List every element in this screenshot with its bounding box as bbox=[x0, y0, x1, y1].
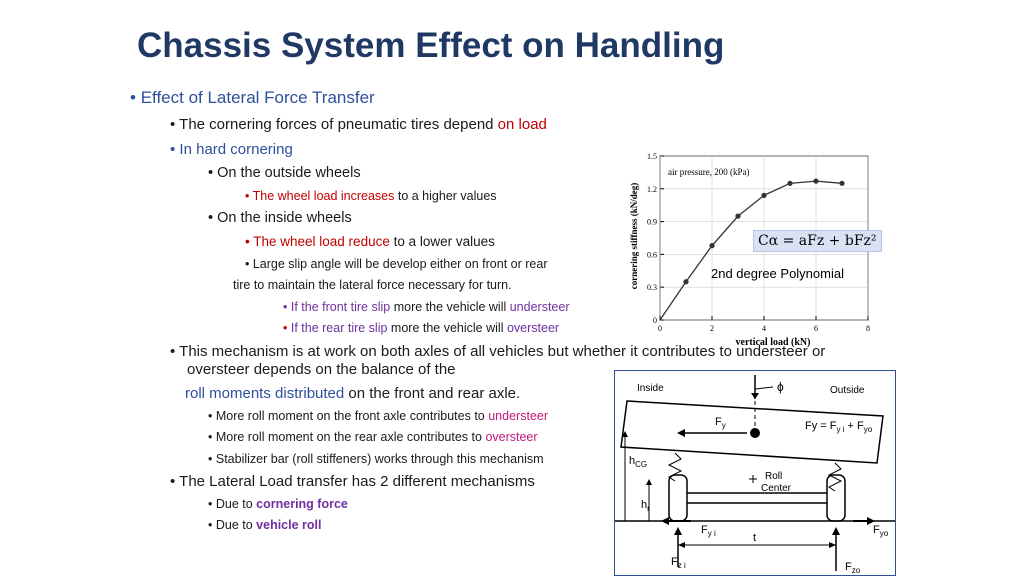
svg-text:hCG: hCG bbox=[629, 455, 647, 469]
inside-wheel bbox=[668, 474, 688, 522]
data-point bbox=[839, 180, 845, 186]
polynomial-label: 2nd degree Polynomial bbox=[711, 266, 844, 281]
data-point bbox=[709, 243, 715, 249]
diagram-phi: ϕ bbox=[777, 380, 784, 394]
chart-annotation: air pressure, 200 (kPa) bbox=[668, 167, 749, 177]
bullet-vehicle-roll: • Due to vehicle roll bbox=[208, 518, 322, 532]
bullet-cornering-forces: • The cornering forces of pneumatic tire… bbox=[170, 116, 547, 133]
data-point bbox=[683, 279, 689, 285]
x-tick-label: 6 bbox=[814, 324, 818, 333]
data-point bbox=[813, 178, 819, 184]
bullet-rear-tire-slip: • If the rear tire slip more the vehicle… bbox=[283, 321, 560, 335]
track-width-label: t bbox=[753, 532, 756, 544]
y-tick-label: 0.9 bbox=[647, 218, 657, 227]
y-tick-label: 0 bbox=[653, 316, 657, 325]
page-title: Chassis System Effect on Handling bbox=[137, 26, 725, 65]
diagram-outside-label: Outside bbox=[830, 385, 865, 396]
bullet-front-axle: • More roll moment on the front axle con… bbox=[208, 409, 548, 423]
bullet-rear-axle: • More roll moment on the rear axle cont… bbox=[208, 430, 538, 444]
svg-text:Fyo: Fyo bbox=[873, 524, 889, 538]
data-point bbox=[787, 180, 793, 186]
bullet-mechanism: • This mechanism is at work on both axle… bbox=[170, 343, 826, 360]
x-tick-label: 2 bbox=[710, 324, 714, 333]
svg-text:Fy = Fy i + Fyo: Fy = Fy i + Fyo bbox=[805, 420, 873, 434]
bullet-lateral-load-transfer: • The Lateral Load transfer has 2 differ… bbox=[170, 473, 535, 490]
bullet-cornering-force: • Due to cornering force bbox=[208, 497, 348, 511]
outside-wheel bbox=[826, 474, 846, 522]
y-tick-label: 1.2 bbox=[647, 185, 657, 194]
x-tick-label: 0 bbox=[658, 324, 662, 333]
data-point bbox=[761, 192, 767, 198]
bullet-large-slip-angle-cont: tire to maintain the lateral force neces… bbox=[233, 278, 512, 292]
x-tick-label: 4 bbox=[762, 324, 766, 333]
data-point bbox=[735, 213, 741, 219]
svg-text:Fz i: Fz i bbox=[671, 556, 686, 570]
y-tick-label: 0.3 bbox=[647, 283, 657, 292]
lateral-load-transfer-diagram: Inside Outside ϕ Fy Fy = Fy i + Fyo Roll… bbox=[614, 370, 896, 576]
bullet-wheel-load-reduce: • The wheel load reduce to a lower value… bbox=[245, 234, 495, 249]
diagram-inside-label: Inside bbox=[637, 383, 664, 394]
x-tick-label: 8 bbox=[866, 324, 870, 333]
cornering-stiffness-formula: Cα = aFz + bFz² bbox=[753, 230, 882, 252]
vehicle-body bbox=[620, 400, 884, 464]
svg-text:Fy: Fy bbox=[715, 416, 726, 430]
bullet-roll-moments: roll moments distributed on the front an… bbox=[185, 385, 521, 402]
center-of-gravity bbox=[750, 428, 760, 438]
svg-text:Roll: Roll bbox=[765, 471, 782, 482]
bullet-mechanism-cont: oversteer depends on the balance of the bbox=[187, 361, 456, 378]
y-tick-label: 0.6 bbox=[647, 250, 657, 259]
svg-text:Fy i: Fy i bbox=[701, 524, 716, 538]
bullet-front-tire-slip: • If the front tire slip more the vehicl… bbox=[283, 300, 570, 314]
svg-text:Fzo: Fzo bbox=[845, 561, 861, 575]
y-tick-label: 1.5 bbox=[647, 152, 657, 161]
bullet-inside-wheels: • On the inside wheels bbox=[208, 210, 352, 226]
series-line bbox=[659, 180, 843, 321]
chart-xlabel: vertical load (kN) bbox=[736, 337, 811, 348]
bullet-wheel-load-increases: • The wheel load increases to a higher v… bbox=[245, 189, 497, 203]
bullet-hard-cornering: • In hard cornering bbox=[170, 141, 293, 158]
bullet-outside-wheels: • On the outside wheels bbox=[208, 165, 361, 181]
bullet-lateral-force-transfer: • Effect of Lateral Force Transfer bbox=[130, 88, 375, 107]
svg-text:Center: Center bbox=[761, 483, 792, 494]
bullet-large-slip-angle: • Large slip angle will be develop eithe… bbox=[245, 257, 548, 271]
chart-ylabel: cornering stiffness (kN/deg) bbox=[629, 183, 639, 290]
svg-text:hr: hr bbox=[641, 499, 650, 513]
bullet-stabilizer-bar: • Stabilizer bar (roll stiffeners) works… bbox=[208, 452, 544, 466]
